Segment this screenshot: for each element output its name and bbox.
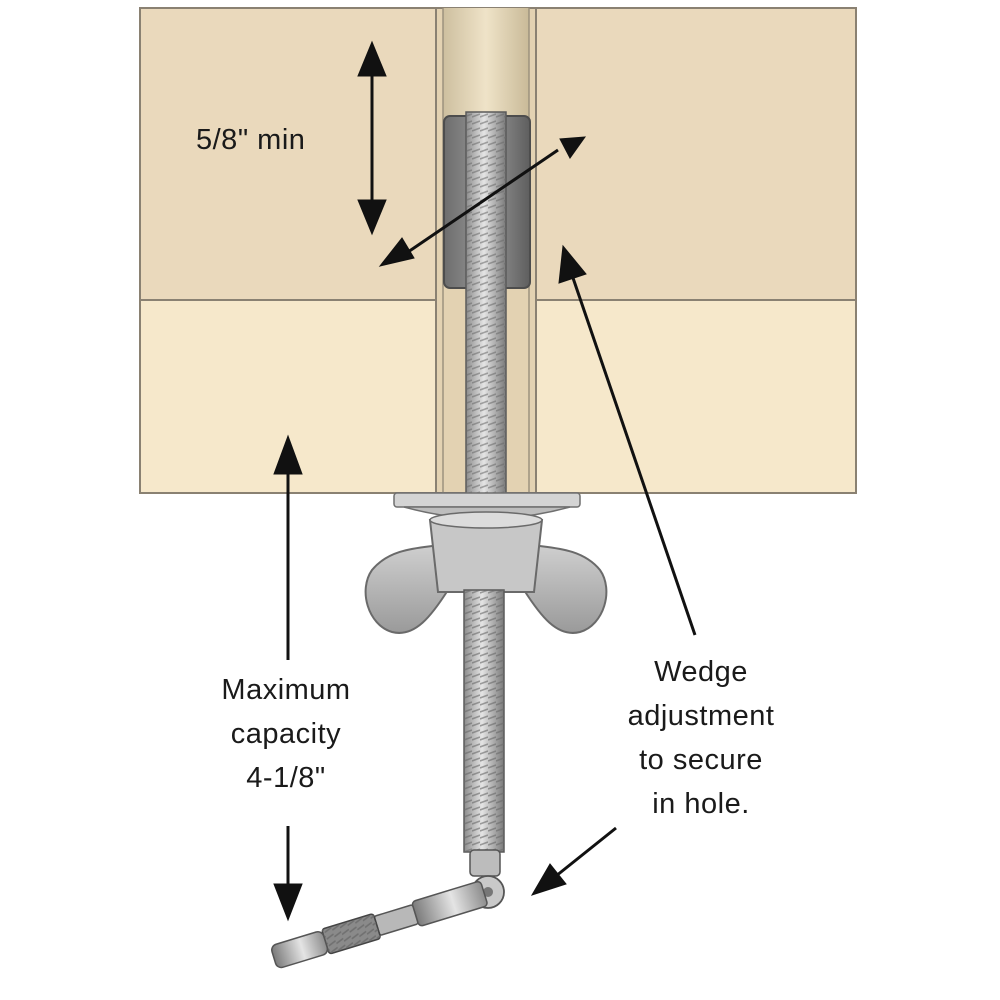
wing-nut <box>364 511 608 634</box>
capacity-label-line-3: 4-1/8" <box>246 762 326 794</box>
wedge-label: Wedge adjustment to secure in hole. <box>596 650 806 826</box>
swivel-pointer-arrow <box>530 826 617 896</box>
wedge-action-arrow <box>378 136 587 267</box>
flange-washer <box>393 492 581 508</box>
capacity-arrow-up <box>273 434 303 660</box>
wedge-label-line-3: to secure <box>639 744 763 776</box>
capacity-label-line-1: Maximum <box>221 674 351 706</box>
dowel <box>443 8 529 118</box>
wedge-pointer-arrow <box>558 244 697 636</box>
min-depth-arrow <box>357 40 387 236</box>
wedge-label-line-2: adjustment <box>627 700 775 732</box>
capacity-label: Maximum capacity 4-1/8" <box>186 668 386 800</box>
capacity-arrow-down <box>273 826 303 922</box>
capacity-label-line-2: capacity <box>230 718 342 750</box>
wedge-label-line-4: in hole. <box>652 788 750 820</box>
swivel-handle <box>271 849 505 969</box>
min-depth-label: 5/8" min <box>196 124 306 156</box>
wedge-label-line-1: Wedge <box>654 656 748 688</box>
